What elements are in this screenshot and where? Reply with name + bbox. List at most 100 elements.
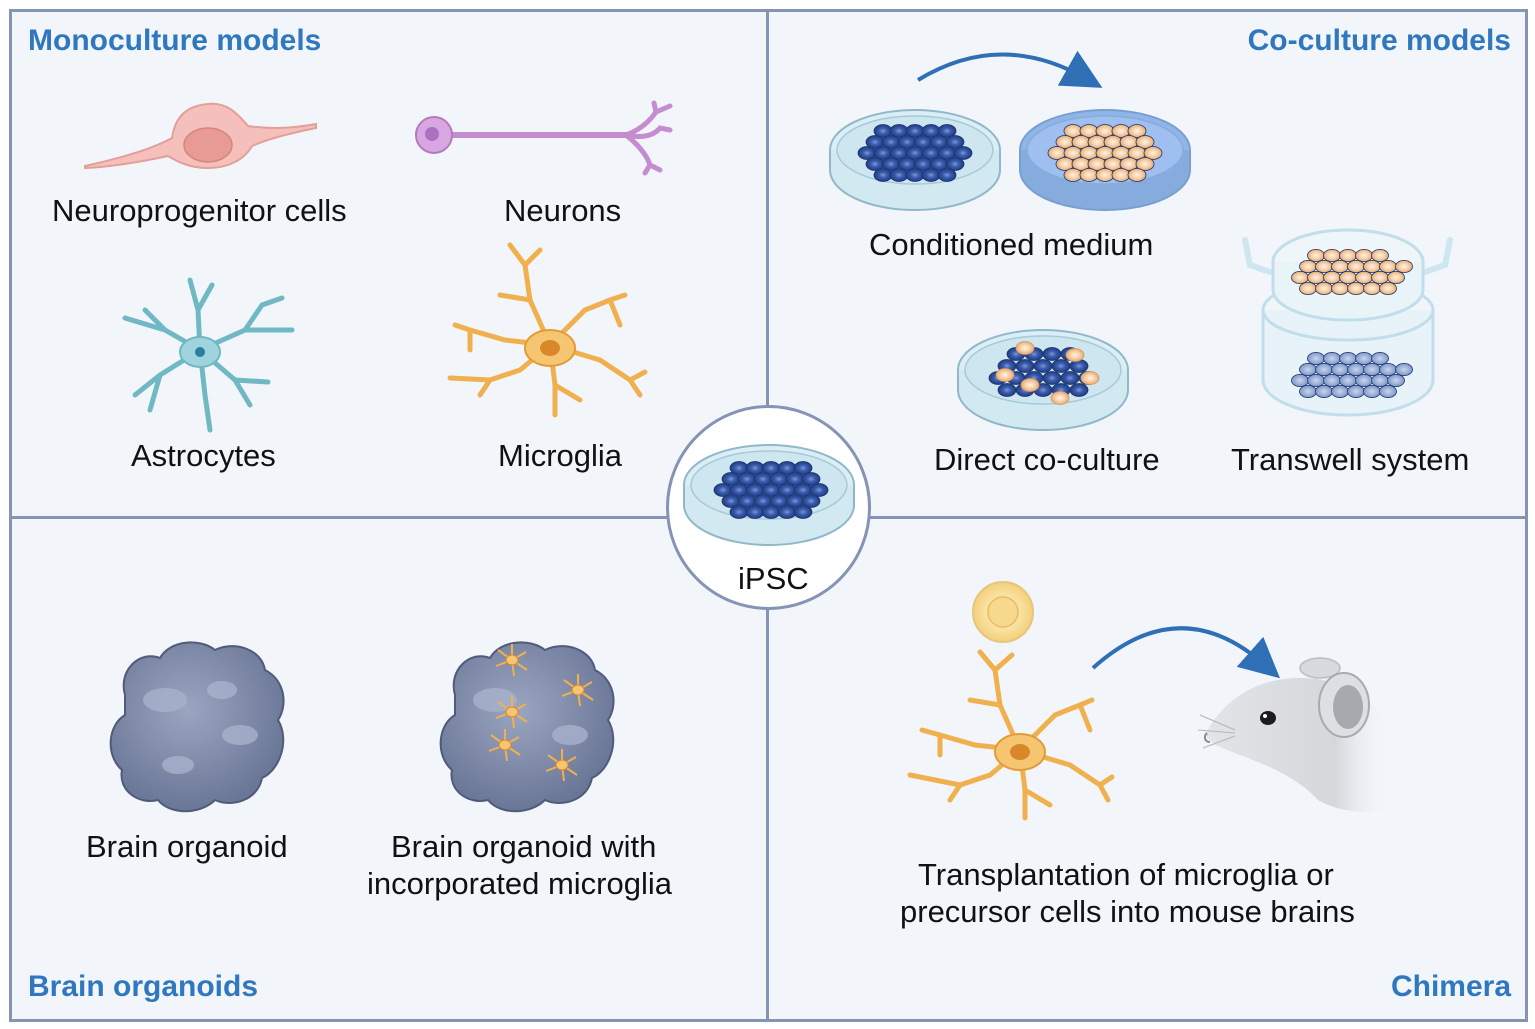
mini-microglia: [495, 696, 528, 729]
co-culture-cell: [1371, 270, 1389, 285]
ipsc-cell: [873, 168, 893, 182]
ipsc-cell: [1042, 347, 1062, 361]
co-culture-cell: [1347, 281, 1365, 296]
organoid-microglia-label-2: incorporated microglia: [367, 866, 672, 901]
ipsc-cell: [793, 505, 813, 519]
npc-label: Neuroprogenitor cells: [52, 193, 347, 228]
ipsc-cell: [921, 168, 941, 182]
ipsc-cell: [777, 505, 797, 519]
co-culture-cell: [1020, 378, 1040, 392]
arrow-icon: [1091, 626, 1281, 679]
ipsc-cell: [801, 472, 821, 486]
co-culture-cell: [1299, 281, 1317, 296]
co-culture-cell: [1127, 168, 1147, 182]
coculture-title: Co-culture models: [1247, 24, 1511, 57]
microglia-icon: [447, 242, 648, 418]
mouse-icon: [1197, 657, 1390, 812]
co-culture-cell: [1135, 135, 1155, 149]
co-culture-cell: [1291, 270, 1309, 285]
ipsc-cell: [793, 461, 813, 475]
astrocyte-icon: [122, 277, 295, 433]
co-culture-cell: [1079, 168, 1099, 182]
microglia-label: Microglia: [498, 438, 623, 473]
monoculture-panel: [9, 9, 769, 519]
co-culture-cell: [1387, 270, 1405, 285]
chimera-caption-1: Transplantation of microglia or: [918, 857, 1334, 892]
ipsc-cell: [937, 168, 957, 182]
co-culture-cell: [995, 368, 1015, 382]
co-culture-cell: [1347, 259, 1365, 274]
co-culture-cell: [1315, 281, 1333, 296]
co-culture-cell: [1307, 248, 1325, 263]
ipsc-cell: [1015, 359, 1035, 373]
transwell-lower-cell: [1363, 384, 1381, 399]
co-culture-cell: [1080, 371, 1100, 385]
co-culture-cell: [1371, 248, 1389, 263]
microglia-icon: [488, 644, 594, 782]
co-culture-cell: [1379, 281, 1397, 296]
ipsc-cell: [937, 124, 957, 138]
ipsc-cell: [889, 168, 909, 182]
co-culture-cell: [1331, 281, 1349, 296]
co-culture-cell: [1323, 270, 1341, 285]
neuroprogenitor-cell-icon: [84, 102, 317, 170]
transwell-lower-cell: [1339, 373, 1357, 388]
co-culture-cell: [1127, 124, 1147, 138]
dish-cell-clusters: [857, 124, 1413, 405]
direct-coculture-label: Direct co-culture: [934, 442, 1160, 477]
co-culture-cell: [1065, 348, 1085, 362]
transwell-lower-cell: [1331, 384, 1349, 399]
co-culture-cell: [1363, 281, 1381, 296]
brain-organoid-label: Brain organoid: [86, 829, 288, 864]
co-culture-cell: [1355, 248, 1373, 263]
co-culture-cell: [1299, 259, 1317, 274]
ipsc-label: iPSC: [738, 561, 809, 596]
co-culture-cell: [1323, 248, 1341, 263]
transwell-lower-cell: [1299, 384, 1317, 399]
ipsc-cell: [945, 135, 965, 149]
organoid-microglia-label-1: Brain organoid with: [391, 829, 657, 864]
chimera-panel: [766, 516, 1528, 1022]
neuron-icon: [415, 100, 673, 176]
co-culture-cell: [1379, 259, 1397, 274]
transwell-label: Transwell system: [1231, 442, 1470, 477]
co-culture-cell: [1063, 168, 1083, 182]
co-culture-cell: [1315, 259, 1333, 274]
co-culture-cell: [1015, 341, 1035, 355]
transwell-lower-cell: [1315, 362, 1333, 377]
mini-microglia: [545, 749, 578, 782]
co-culture-cell: [1395, 259, 1413, 274]
co-culture-cell: [1363, 259, 1381, 274]
ipsc-cell: [905, 168, 925, 182]
transwell-lower-cell: [1299, 362, 1317, 377]
precursor-cell-icon: [972, 581, 1034, 643]
ipsc-cell: [953, 146, 973, 160]
co-culture-cell: [1050, 391, 1070, 405]
transwell-lower-cell: [1331, 362, 1349, 377]
monoculture-title: Monoculture models: [28, 24, 322, 57]
brain-organoid-icon: [109, 641, 285, 813]
ipsc-cell: [945, 157, 965, 171]
ipsc-cell: [1051, 359, 1071, 373]
transwell-lower-cell: [1323, 373, 1341, 388]
transwell-lower-cell: [1307, 351, 1325, 366]
ipsc-cell: [997, 383, 1017, 397]
co-culture-cell: [1307, 270, 1325, 285]
transwell-lower-cell: [1371, 373, 1389, 388]
co-culture-cell: [1111, 168, 1131, 182]
neurons-label: Neurons: [504, 193, 622, 228]
astrocytes-label: Astrocytes: [131, 438, 276, 473]
ipsc-cell: [1060, 371, 1080, 385]
co-culture-cell: [1143, 146, 1163, 160]
co-culture-cell: [1135, 157, 1155, 171]
transwell-lower-cell: [1307, 373, 1325, 388]
mini-microglia: [561, 674, 594, 707]
co-culture-cell: [1355, 270, 1373, 285]
conditioned-medium-label: Conditioned medium: [869, 227, 1154, 262]
ipsc-cell: [801, 494, 821, 508]
transwell-lower-cell: [1355, 351, 1373, 366]
transwell-lower-cell: [1347, 384, 1365, 399]
co-culture-cell: [1339, 270, 1357, 285]
